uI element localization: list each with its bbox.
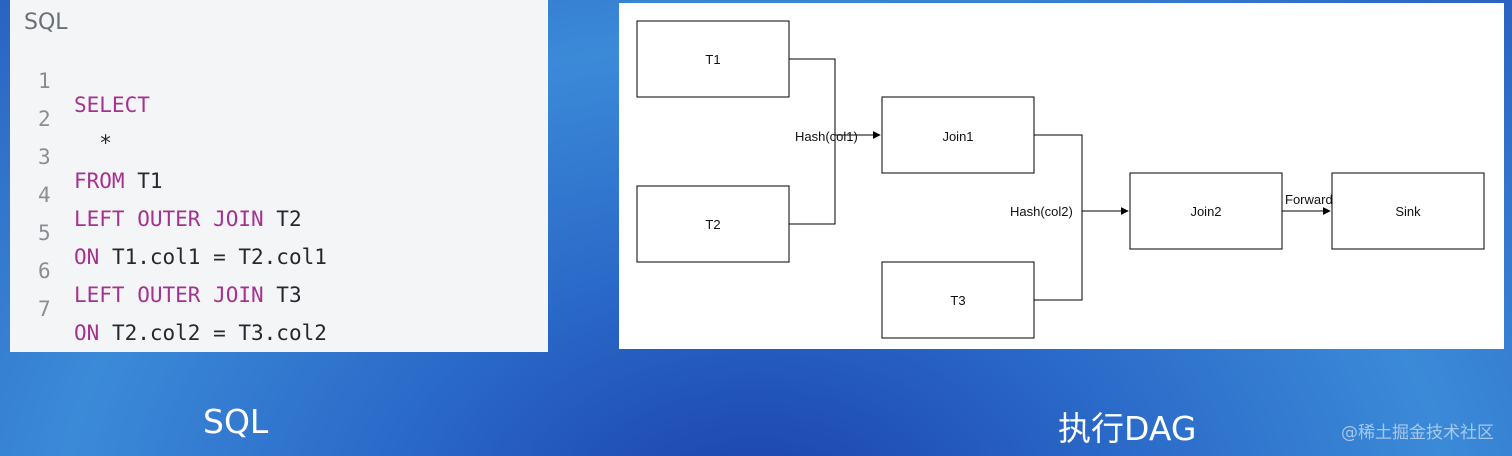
node-t2: T2 xyxy=(636,185,790,263)
line-number: 6 xyxy=(38,259,51,283)
edge-join1-t3-to-join2 xyxy=(1034,134,1129,301)
code-text: T1.col1 = T2.col1 xyxy=(99,245,327,269)
node-t1: T1 xyxy=(636,20,790,98)
node-t2-label: T2 xyxy=(705,217,720,232)
code-line: 5 ON T1.col1 = T2.col1 xyxy=(10,197,548,269)
line-number: 7 xyxy=(38,297,51,321)
dag-diagram: T1 T2 Join1 T3 Join2 Sink Hash(col1) xyxy=(636,20,1485,339)
line-number: 4 xyxy=(38,183,51,207)
dag-diagram-panel: T1 T2 Join1 T3 Join2 Sink Hash(col1) xyxy=(619,3,1504,349)
code-keyword: LEFT OUTER JOIN xyxy=(74,283,264,307)
watermark: @稀土掘金技术社区 xyxy=(1341,423,1494,443)
code-line: 4 LEFT OUTER JOIN T2 xyxy=(10,159,548,231)
node-join1-label: Join1 xyxy=(942,129,973,144)
node-sink: Sink xyxy=(1331,172,1485,250)
line-number: 5 xyxy=(38,221,51,245)
code-text: T3 xyxy=(263,283,302,307)
node-join2-label: Join2 xyxy=(1190,204,1221,219)
sql-code-panel: SQL 1 SELECT 2 * 3 FROM T1 4 LEFT OUTER … xyxy=(10,0,548,352)
code-line: 2 * xyxy=(10,83,548,155)
code-keyword: ON xyxy=(74,321,100,345)
code-text: T2 xyxy=(263,207,302,231)
code-text: T1 xyxy=(124,169,163,193)
edge-t1-t2-to-join1 xyxy=(789,58,881,225)
code-line: 7 ON T2.col2 = T3.col2 xyxy=(10,273,548,345)
code-line: 3 FROM T1 xyxy=(10,121,548,193)
code-language-label: SQL xyxy=(24,10,68,35)
node-t3: T3 xyxy=(881,261,1035,339)
line-number: 1 xyxy=(38,69,51,93)
code-keyword: LEFT OUTER JOIN xyxy=(74,207,264,231)
node-t3-label: T3 xyxy=(950,293,965,308)
code-keyword: FROM xyxy=(74,169,125,193)
code-line: 6 LEFT OUTER JOIN T3 xyxy=(10,235,548,307)
line-number: 2 xyxy=(38,107,51,131)
code-keyword: ON xyxy=(74,245,100,269)
edge-label-hash-col1: Hash(col1) xyxy=(795,129,858,144)
edge-label-hash-col2: Hash(col2) xyxy=(1010,204,1073,219)
caption-sql: SQL xyxy=(203,402,269,441)
code-line: 1 SELECT xyxy=(10,45,548,117)
node-join2: Join2 xyxy=(1129,172,1283,250)
code-keyword: SELECT xyxy=(74,93,150,117)
code-text: * xyxy=(74,131,112,155)
node-sink-label: Sink xyxy=(1395,204,1421,219)
node-join1: Join1 xyxy=(881,96,1035,174)
caption-dag: 执行DAG xyxy=(1058,409,1197,448)
node-t1-label: T1 xyxy=(705,52,720,67)
edge-label-forward: Forward xyxy=(1285,192,1333,207)
code-text: T2.col2 = T3.col2 xyxy=(99,321,327,345)
line-number: 3 xyxy=(38,145,51,169)
